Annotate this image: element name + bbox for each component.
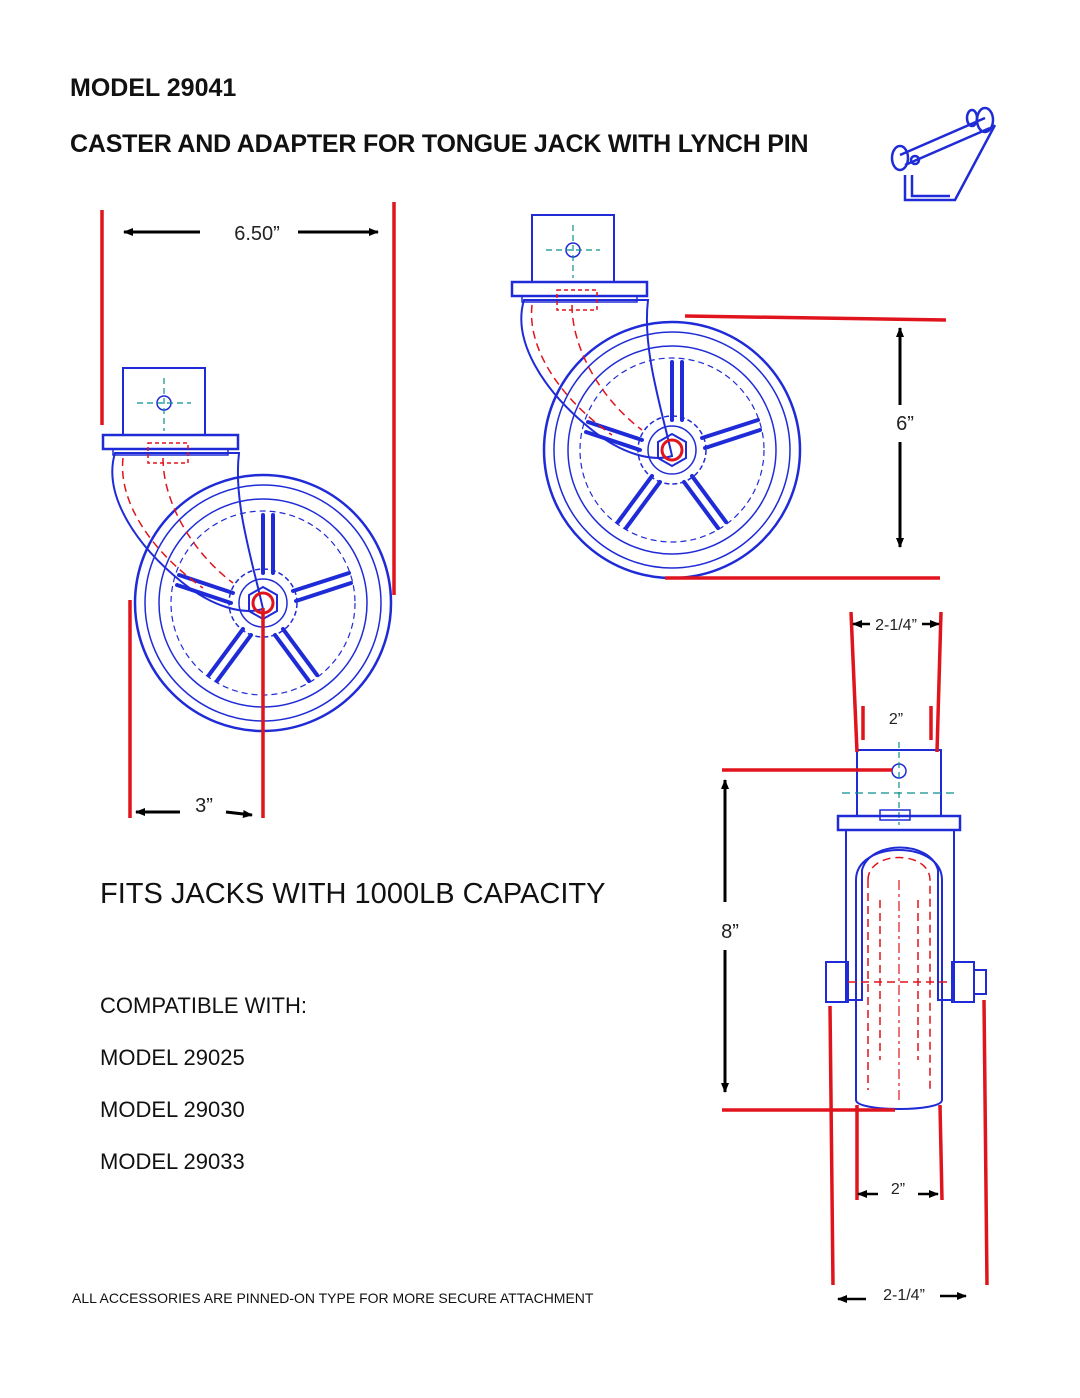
wheel-width-dimension [855, 1104, 944, 1201]
lynch-pin-icon [890, 106, 997, 202]
bottom-width-dimension [828, 999, 989, 1303]
dimension-label: 2” [889, 711, 903, 728]
compatible-model: MODEL 29030 [100, 1097, 245, 1122]
dimension-label: 2” [891, 1181, 905, 1198]
caster-front-view [825, 742, 987, 1110]
wheel-diameter-dimension [665, 314, 947, 580]
dimension-label: 2-1/4” [875, 617, 917, 634]
dimension-label: 3” [195, 795, 213, 817]
dimension-label: 8” [721, 921, 739, 943]
footnote: ALL ACCESSORIES ARE PINNED-ON TYPE FOR M… [72, 1290, 594, 1306]
model-number: MODEL 29041 [70, 74, 237, 102]
dimension-label: 2-1/4” [883, 1287, 925, 1304]
product-title: CASTER AND ADAPTER FOR TONGUE JACK WITH … [70, 130, 809, 158]
compatible-heading: COMPATIBLE WITH: [100, 993, 307, 1018]
offset-dimension [128, 600, 265, 818]
compatible-model: MODEL 29033 [100, 1149, 245, 1174]
tube-width-dimension [861, 706, 933, 740]
overall-width-dimension [100, 202, 396, 595]
caster-side-view [101, 366, 393, 733]
caster-side-view-rotated [510, 213, 802, 580]
top-width-dimension [849, 611, 943, 753]
compatible-model: MODEL 29025 [100, 1045, 245, 1070]
overall-height-dimension [721, 768, 895, 1112]
capacity-note: FITS JACKS WITH 1000LB CAPACITY [100, 878, 606, 910]
dimension-label: 6” [896, 413, 914, 435]
dimension-label: 6.50” [234, 223, 280, 245]
